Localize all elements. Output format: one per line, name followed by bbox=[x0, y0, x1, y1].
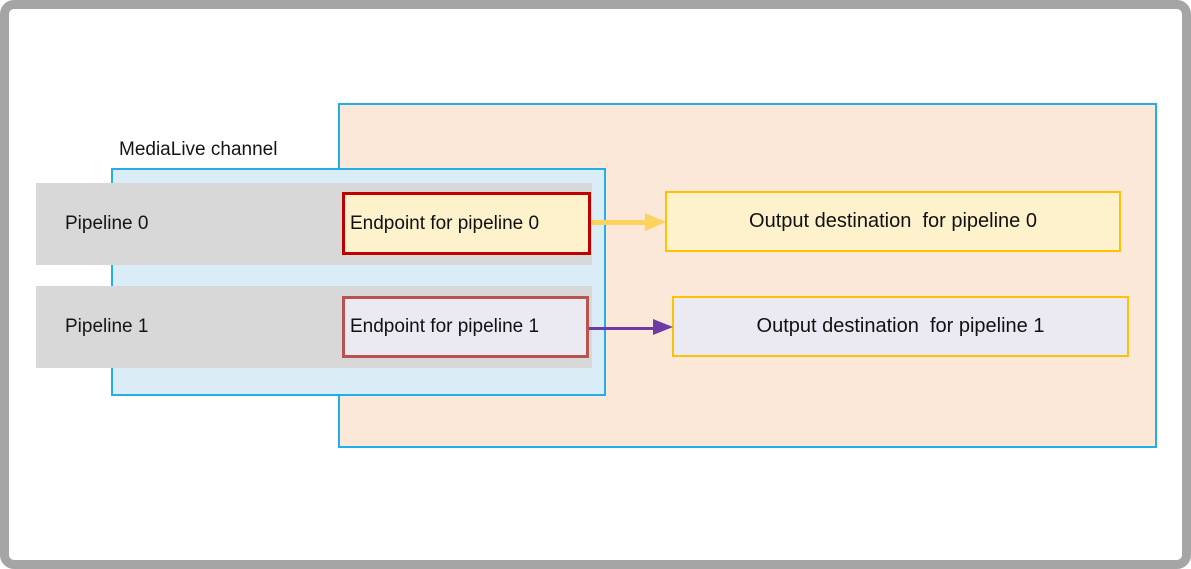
pipeline-0-label: Pipeline 0 bbox=[65, 213, 149, 234]
endpoint-pipeline-1-box: Endpoint for pipeline 1 bbox=[342, 296, 589, 358]
arrowhead-icon bbox=[653, 319, 673, 335]
arrow-shaft bbox=[589, 326, 655, 330]
output-destination-1-box: Output destination for pipeline 1 bbox=[672, 296, 1129, 357]
endpoint-pipeline-0-box: Endpoint for pipeline 0 bbox=[342, 192, 591, 255]
pipeline-1-label: Pipeline 1 bbox=[65, 316, 149, 337]
arrowhead-icon bbox=[645, 213, 666, 231]
arrow-shaft bbox=[591, 220, 647, 225]
medialive-channel-label: MediaLive channel bbox=[119, 139, 278, 160]
output-destination-0-box: Output destination for pipeline 0 bbox=[665, 191, 1121, 252]
